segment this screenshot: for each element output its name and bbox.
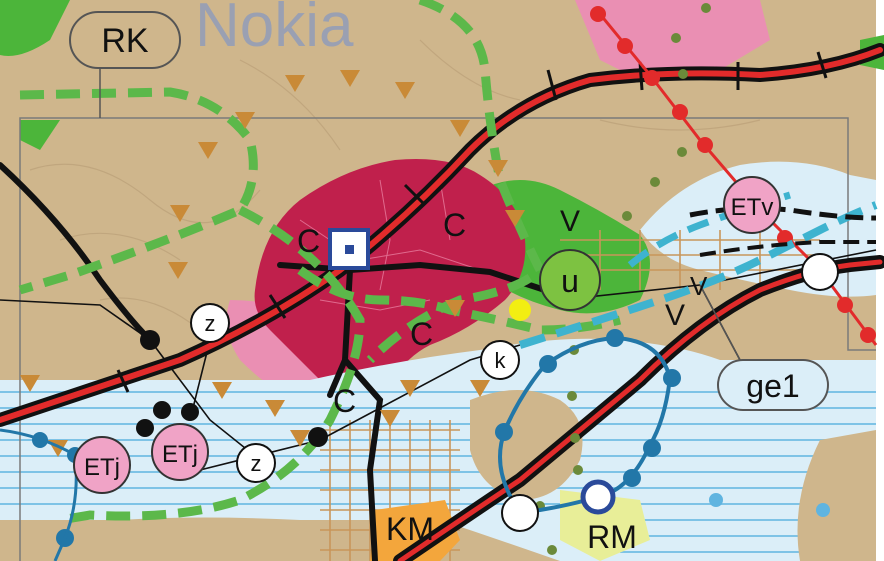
ge1-label: ge1 [746,368,799,404]
etj-symbol-label-1: ETj [84,454,120,481]
plan-boundary [19,117,876,561]
k-symbol-label: k [495,348,507,373]
rk-label-box [69,11,181,69]
etv-symbol-circle [723,176,781,234]
u-symbol-label: u [561,263,579,299]
railway-north [0,47,883,423]
ge1-leader-line [699,284,741,361]
black-dashed-line-2 [699,240,876,257]
etv-symbol-label: ETv [731,194,774,221]
railway-north-ticks [116,51,828,393]
z-symbol-circle-1 [190,303,230,343]
rail-line-dots [590,6,876,343]
cyan-dashed-route [518,201,878,349]
u-symbol-circle [539,249,601,311]
station-circles [501,253,839,532]
ge1-label-box [717,359,829,411]
rm-station-ring [580,479,616,515]
zone-letter-v-3: V [690,271,708,301]
black-dashed-line [689,205,877,221]
light-blue-dots [709,493,830,517]
zone-letter-c-1: C [297,223,320,259]
junction-dots [136,330,328,447]
rm-label: RM [587,519,637,555]
zone-letter-c-2: C [443,207,466,243]
railway-south [397,259,883,561]
yellow-marker [509,299,531,321]
center-square-symbol [328,228,370,270]
center-zone [254,159,526,404]
z-symbol-circle-2 [236,443,276,483]
rm-area [560,490,650,561]
k-symbol-circle [480,340,520,380]
etj-symbol-circle-2 [151,423,209,481]
etj-symbol-circle-1 [73,436,131,494]
zone-letter-v-2: V [665,299,685,332]
zone-letter-c-3: C [410,316,433,352]
town-label: Nokia [195,0,354,60]
rk-label: RK [101,22,149,60]
map-edge [876,0,884,561]
zone-letter-c-4: C [333,383,356,419]
etj-symbol-label-2: ETj [162,441,198,468]
orange-triangle-markers [20,70,525,457]
zone-letter-v-1: V [560,205,580,238]
km-label: KM [386,511,434,547]
z-symbol-label-1: z [205,311,216,336]
km-area [370,500,460,561]
z-symbol-label-2: z [251,451,262,476]
islands [470,390,876,561]
